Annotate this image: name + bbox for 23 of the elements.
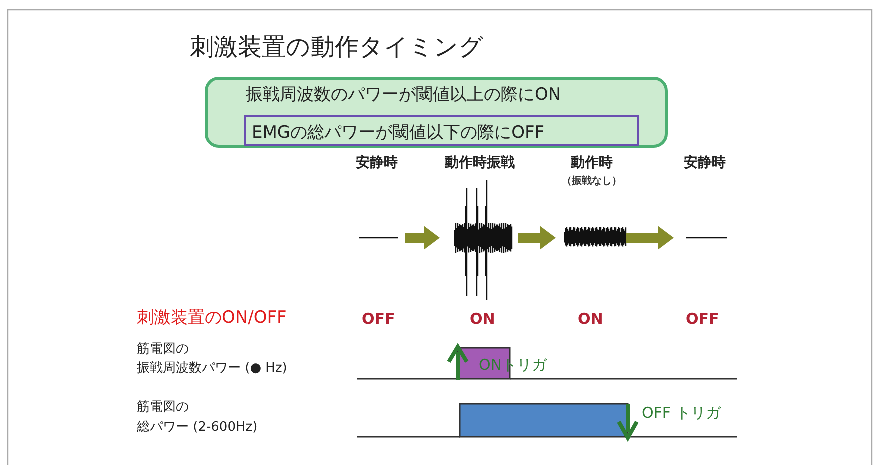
condition-box — [205, 77, 668, 148]
arrow — [626, 226, 674, 250]
arrow — [405, 226, 440, 250]
state-label: 動作時 — [570, 155, 614, 172]
condition-text: 振戦周波数のパワーが閾値以上の際にON — [246, 86, 562, 106]
row-label: 振戦周波数パワー (● Hz) — [137, 362, 288, 377]
state-value: ON — [470, 311, 496, 328]
state-note: （振戦なし） — [561, 176, 623, 188]
row-label: 筋電図の — [137, 401, 189, 416]
trigger-label: ONトリガ — [479, 357, 548, 374]
state-value: OFF — [686, 311, 720, 328]
state-label: 安静時 — [683, 155, 727, 172]
state-value: OFF — [362, 311, 396, 328]
title: 刺激装置の動作タイミング — [190, 34, 484, 62]
state-label: 安静時 — [355, 155, 399, 172]
row-label: 総パワー (2-600Hz) — [137, 421, 258, 436]
state-label: 動作時振戦 — [445, 155, 515, 172]
state-value: ON — [578, 311, 604, 328]
switch-label: 刺激装置のON/OFF — [137, 309, 287, 329]
row-label: 筋電図の — [137, 343, 189, 358]
trigger-label: OFF トリガ — [642, 405, 721, 422]
arrow — [518, 226, 556, 250]
condition-box: EMGの総パワーが閾値以下の際にOFF — [244, 115, 639, 146]
